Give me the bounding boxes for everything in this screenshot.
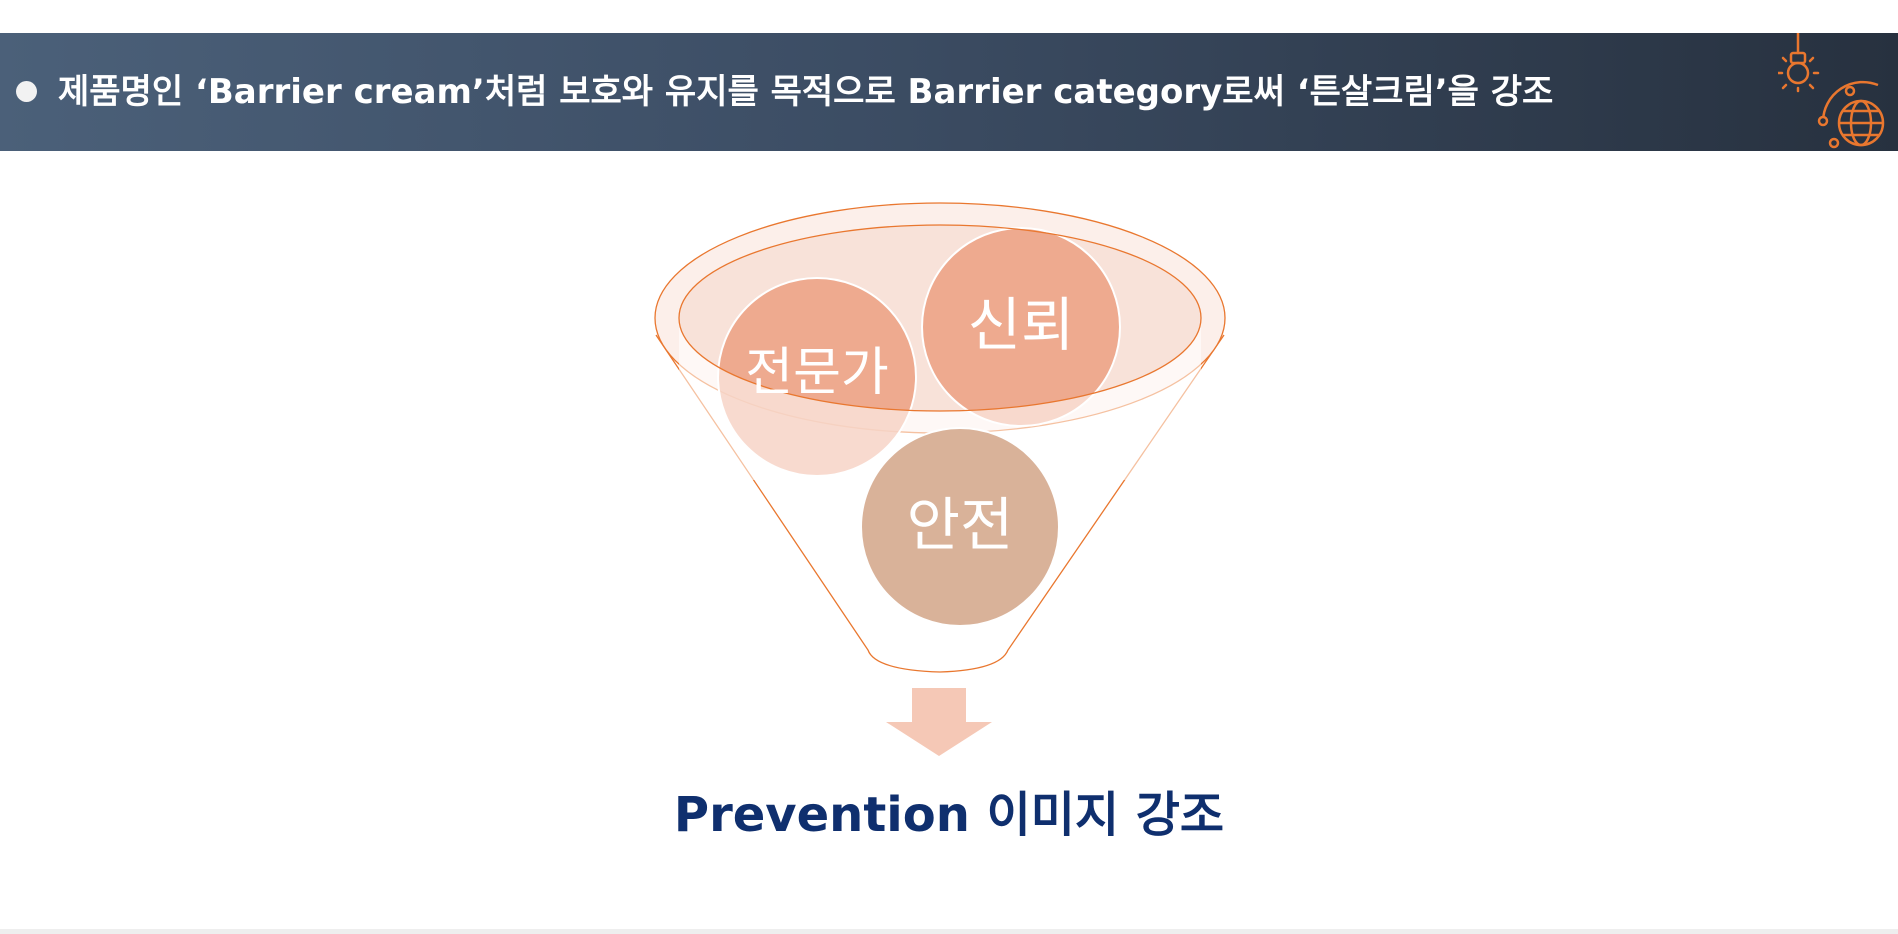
circle-label-expert: 전문가 (745, 343, 889, 403)
banner-title: 제품명인 ‘Barrier cream’처럼 보호와 유지를 목적으로 Barr… (58, 72, 1554, 112)
down-arrow-icon (886, 688, 992, 756)
bottom-bar (0, 929, 1898, 934)
circle-label-trust: 신뢰 (968, 291, 1075, 359)
globe-network-icon (1817, 80, 1885, 149)
rim-front-overlay (679, 318, 1201, 480)
funnel-rim-inner-outline (678, 224, 1202, 412)
top-margin (0, 0, 1898, 33)
funnel-outline (655, 334, 1225, 673)
caption: Prevention 이미지 강조 (673, 787, 1225, 843)
lightbulb-icon (1778, 33, 1820, 93)
bullet-icon (16, 81, 37, 102)
decorative-icons (1778, 33, 1885, 149)
circle-safety (860, 427, 1060, 627)
funnel-diagram: 전문가 신뢰 안전 (654, 202, 1226, 756)
title-banner: 제품명인 ‘Barrier cream’처럼 보호와 유지를 목적으로 Barr… (0, 33, 1898, 151)
circle-label-safety: 안전 (907, 491, 1014, 559)
